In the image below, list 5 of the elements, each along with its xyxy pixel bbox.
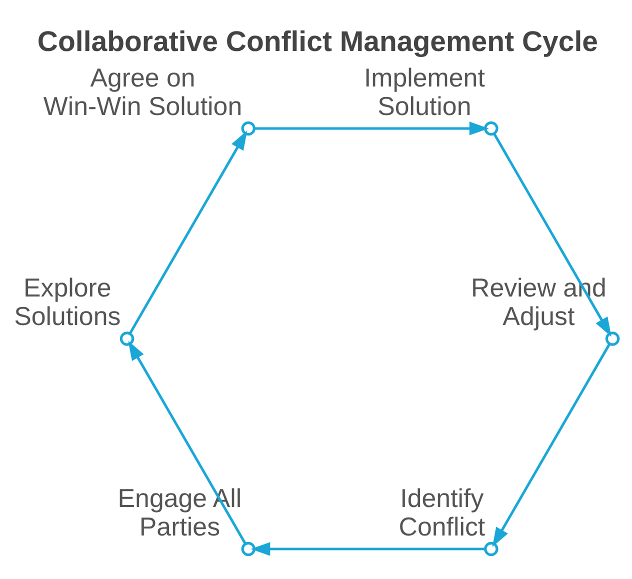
diagram-title: Collaborative Conflict Management Cycle — [37, 26, 598, 58]
node-label: Identify Conflict — [398, 484, 486, 542]
node-label: Implement Solution — [364, 64, 485, 121]
node-label: Agree on Win-Win Solution — [43, 64, 242, 121]
node-label: Explore Solutions — [14, 274, 121, 332]
